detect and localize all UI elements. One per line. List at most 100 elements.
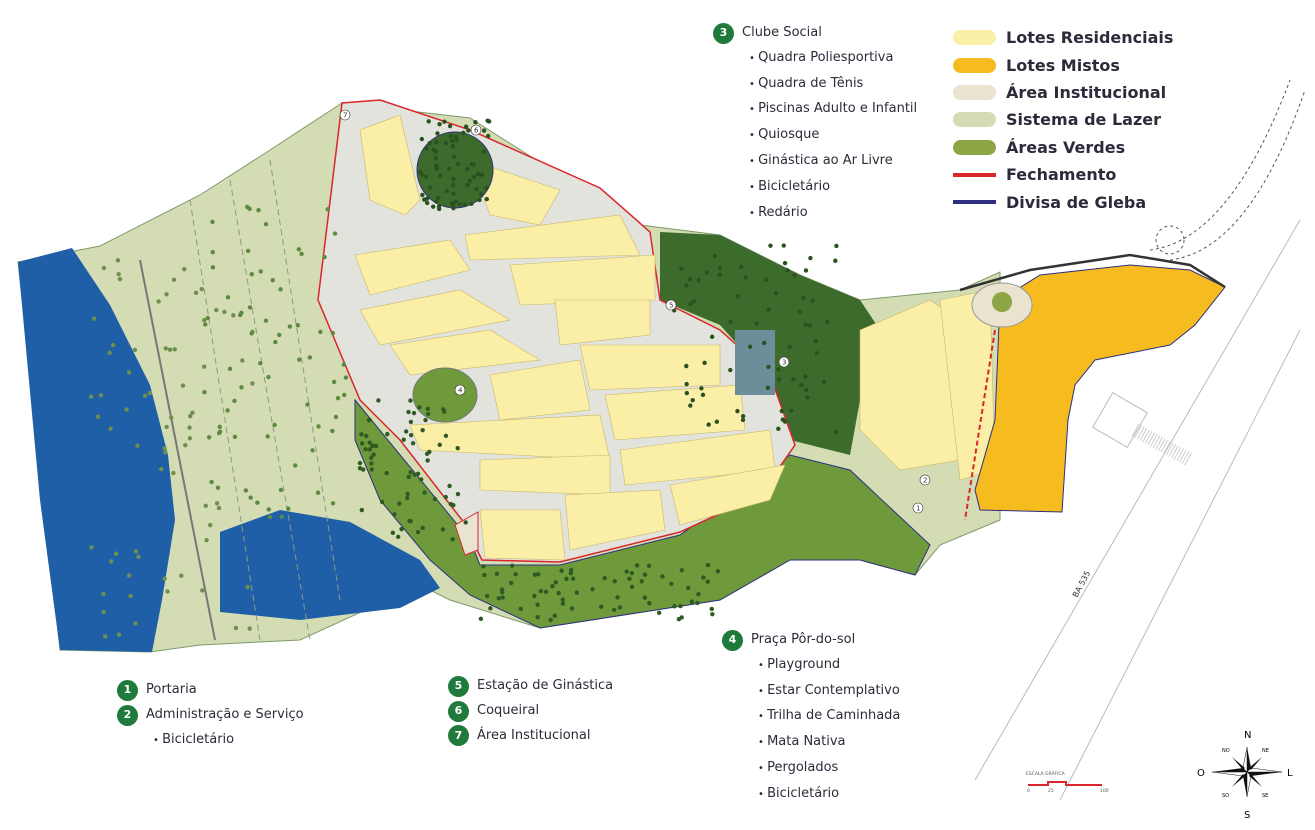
- tree-icon: [367, 440, 372, 445]
- praca-title: Praça Pôr-do-sol: [751, 632, 856, 647]
- tree-icon: [776, 426, 781, 431]
- tree-icon: [833, 429, 839, 435]
- tree-icon: [222, 309, 227, 315]
- compass-o: O: [1197, 768, 1205, 779]
- tree-icon: [754, 321, 759, 326]
- tree-icon: [203, 322, 208, 327]
- tree-icon: [465, 182, 470, 188]
- tree-icon: [432, 496, 438, 502]
- tree-icon: [367, 447, 373, 452]
- tree-icon: [215, 485, 221, 490]
- tree-icon: [773, 291, 779, 296]
- tree-icon: [451, 502, 456, 508]
- tree-icon: [370, 443, 375, 449]
- tree-icon: [440, 527, 446, 532]
- list-item: Quiosque: [713, 123, 917, 149]
- list-item: Quadra de Tênis: [713, 72, 917, 98]
- tree-icon: [200, 588, 205, 593]
- tree-icon: [834, 243, 839, 249]
- tree-icon: [163, 450, 168, 455]
- tree-icon: [447, 123, 453, 129]
- tree-icon: [171, 277, 177, 282]
- number-badge: 1: [117, 679, 138, 701]
- tree-icon: [687, 276, 693, 282]
- tree-icon: [310, 448, 315, 453]
- tree-icon: [406, 474, 411, 480]
- compass-rose-icon: N S L O NE NO SE SO: [1197, 730, 1293, 821]
- tree-icon: [425, 411, 431, 417]
- tree-icon: [169, 415, 174, 420]
- tree-icon: [245, 248, 251, 254]
- tree-icon: [435, 131, 440, 136]
- tree-icon: [486, 119, 492, 124]
- tree-icon: [447, 483, 452, 489]
- tree-icon: [747, 344, 753, 349]
- green-area-south: [354, 398, 931, 629]
- tree-icon: [330, 501, 336, 506]
- tree-icon: [433, 163, 439, 169]
- tree-icon: [797, 309, 803, 314]
- tree-icon: [318, 329, 323, 335]
- tree-icon: [446, 166, 452, 171]
- tree-icon: [484, 185, 489, 191]
- tree-icon: [494, 571, 500, 577]
- tree-icon: [660, 574, 665, 579]
- legend-swatch: [953, 57, 996, 73]
- tree-icon: [434, 139, 439, 145]
- tree-icon: [442, 119, 447, 124]
- tree-icon: [369, 467, 374, 472]
- tree-icon: [408, 419, 414, 425]
- tree-icon: [451, 176, 456, 182]
- tree-icon: [766, 364, 771, 370]
- tree-icon: [679, 615, 684, 620]
- tree-icon: [95, 414, 101, 419]
- tree-icon: [133, 549, 139, 554]
- svg-text:2: 2: [923, 477, 927, 485]
- tree-icon: [359, 432, 364, 437]
- svg-text:4: 4: [458, 387, 463, 395]
- tree-icon: [481, 149, 487, 154]
- tree-icon: [424, 174, 429, 179]
- tree-icon: [426, 119, 431, 124]
- tree-icon: [764, 277, 769, 283]
- tree-icon: [454, 134, 459, 140]
- legend-item: Sistema de Lazer: [953, 106, 1173, 133]
- tree-icon: [803, 322, 808, 327]
- legend-line: [953, 200, 996, 205]
- map-marker: 1: [912, 502, 924, 514]
- tree-icon: [486, 133, 491, 139]
- svg-text:7: 7: [343, 112, 347, 120]
- tree-icon: [560, 601, 566, 606]
- tree-icon: [449, 138, 455, 143]
- tree-icon: [415, 471, 421, 477]
- praca-por-do-sol: [412, 367, 478, 423]
- amenity-title: Área Institucional: [477, 727, 591, 743]
- compass-no: NO: [1222, 748, 1230, 754]
- tree-icon: [548, 617, 553, 623]
- tree-icon: [101, 609, 106, 615]
- legend-swatch: [953, 112, 996, 128]
- tree-icon: [330, 428, 335, 434]
- tree-icon: [634, 563, 640, 568]
- boundary-road: [959, 253, 1226, 292]
- tree-icon: [813, 338, 818, 344]
- tree-icon: [266, 374, 271, 380]
- tree-icon: [462, 202, 468, 207]
- tree-icon: [205, 315, 210, 321]
- tree-icon: [465, 166, 470, 172]
- tree-icon: [431, 147, 436, 153]
- tree-icon: [776, 367, 781, 372]
- tree-icon: [590, 587, 595, 592]
- tree-icon: [442, 409, 447, 414]
- tree-icon: [690, 397, 695, 403]
- tree-icon: [249, 271, 254, 277]
- tree-icon: [705, 562, 711, 568]
- tree-icon: [615, 595, 620, 600]
- tree-icon: [214, 307, 219, 313]
- tree-icon: [443, 140, 449, 146]
- tree-icon: [518, 606, 524, 611]
- tree-icon: [214, 501, 220, 506]
- scale-tick: 100: [1100, 788, 1109, 794]
- tree-icon: [717, 272, 722, 277]
